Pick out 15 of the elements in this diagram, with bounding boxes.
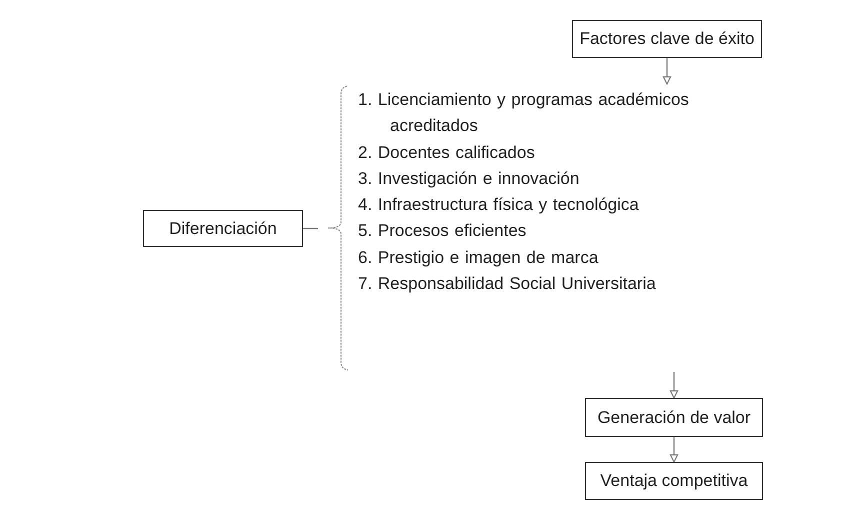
arrow	[670, 437, 678, 463]
list-item: 1. Licenciamiento y programas académicos acreditados	[357, 89, 690, 138]
list-item: 6. Prestigio e imagen de marca	[357, 246, 600, 269]
list-item: 7. Responsabilidad Social Universitaria	[357, 273, 657, 296]
list-item: 4. Infraestructura física y tecnológica	[357, 194, 640, 216]
arrow	[670, 372, 678, 399]
process-box: Diferenciación	[143, 210, 303, 247]
process-box: Generación de valor	[585, 398, 763, 437]
list-item: 5. Procesos eficientes	[357, 220, 528, 242]
connector-line	[303, 228, 318, 230]
process-box: Factores clave de éxito	[572, 20, 762, 58]
process-box: Ventaja competitiva	[585, 462, 763, 500]
list-item: 2. Docentes calificados	[357, 142, 536, 164]
list-item: 3. Investigación e innovación	[357, 168, 580, 190]
arrow	[662, 58, 672, 85]
